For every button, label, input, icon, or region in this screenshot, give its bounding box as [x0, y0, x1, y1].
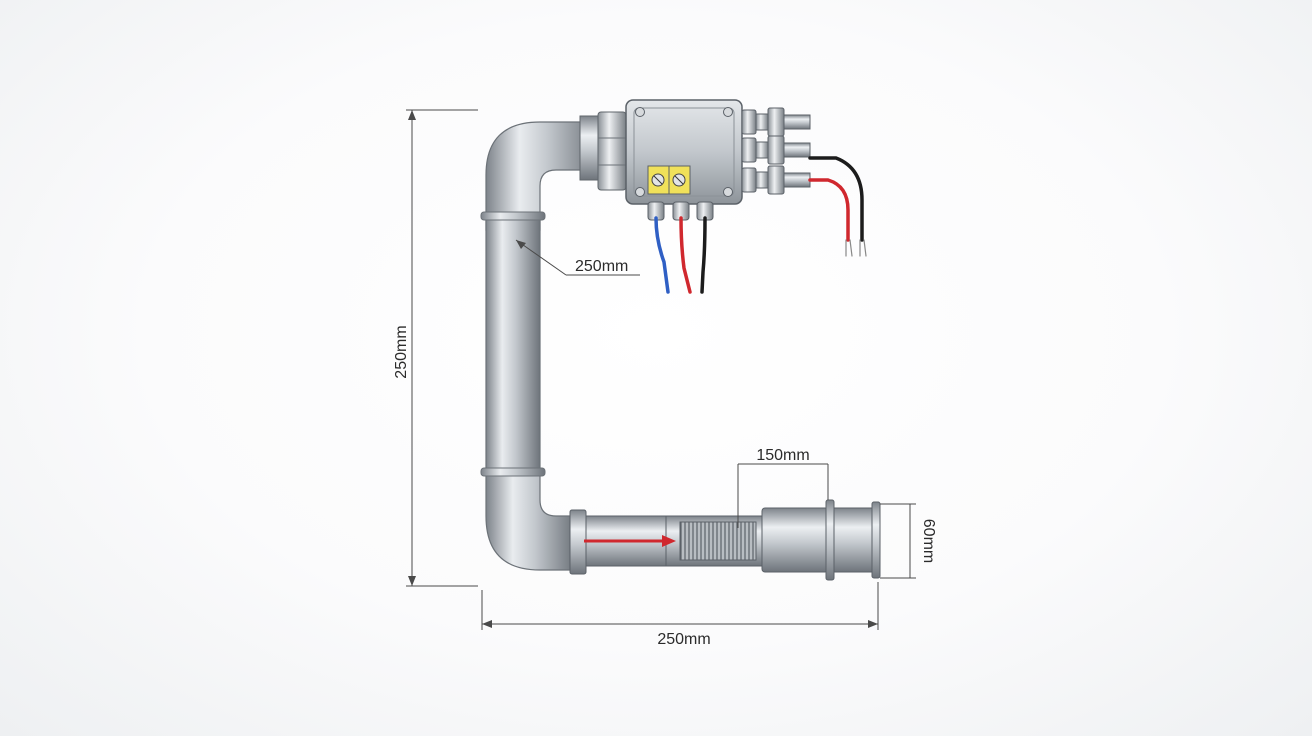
dimension-lines — [406, 109, 916, 630]
horizontal-overall-label: 250mm — [657, 631, 710, 648]
outlet-diameter-label: 60mm — [920, 519, 937, 563]
cable-gland — [647, 201, 714, 221]
flow-arrow — [584, 535, 676, 547]
heating-coil — [679, 521, 757, 561]
junction-box — [625, 99, 743, 221]
wires — [654, 156, 867, 294]
pipe-callout-label: 250mm — [575, 258, 628, 275]
top-coupling-nut — [579, 111, 627, 191]
terminal-block — [647, 165, 691, 195]
side-terminal-studs — [741, 107, 811, 195]
sleeve-length-label: 150mm — [756, 447, 809, 464]
vertical-pipe — [480, 121, 599, 571]
vertical-overall-label: 250mm — [393, 325, 410, 378]
